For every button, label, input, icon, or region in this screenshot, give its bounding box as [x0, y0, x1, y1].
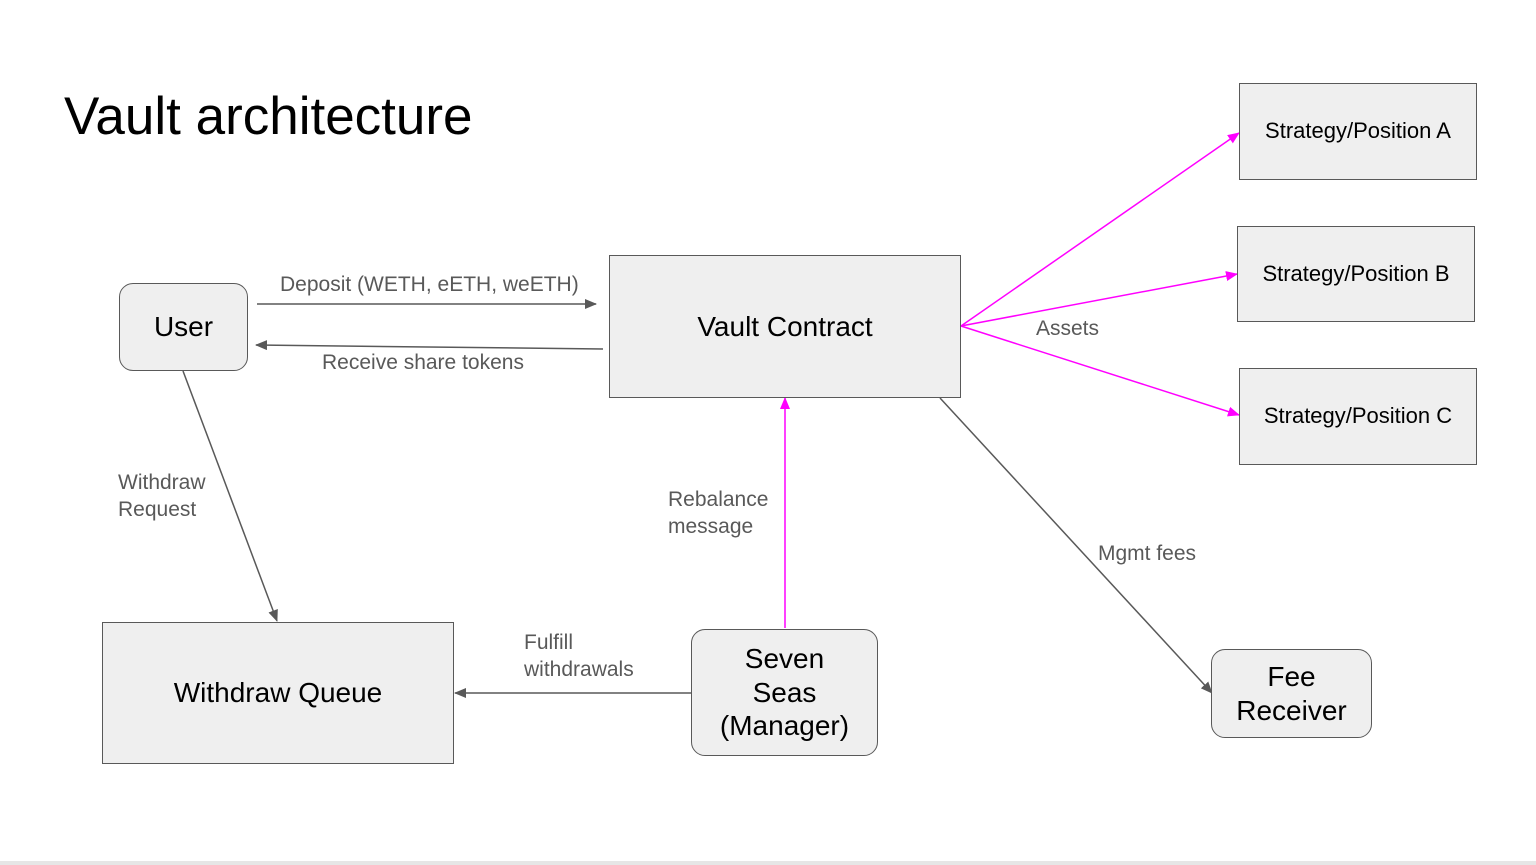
receive-shares-arrow: [255, 340, 604, 351]
bottom-divider: [0, 861, 1536, 865]
strategy-b-node: Strategy/Position B: [1237, 226, 1475, 322]
deposit-label: Deposit (WETH, eETH, weETH): [280, 273, 579, 296]
assets-arrow-a: [960, 132, 1240, 327]
assets-label: Assets: [1036, 317, 1100, 340]
vault-contract-node: Vault Contract: [609, 255, 961, 398]
rebalance-label: Rebalance message: [668, 488, 769, 539]
mgmt-fees-label: Mgmt fees: [1098, 542, 1197, 565]
assets-arrow-b: [960, 271, 1238, 327]
fee-receiver-node: Fee Receiver: [1211, 649, 1372, 738]
assets-arrow-c: [960, 325, 1240, 417]
receive-shares-label: Receive share tokens: [322, 351, 524, 374]
strategy-c-node: Strategy/Position C: [1239, 368, 1477, 465]
fulfill-label: Fulfill withdrawals: [524, 631, 634, 682]
mgmt-fees-arrow: [939, 397, 1213, 694]
page-title: Vault architecture: [64, 87, 473, 146]
withdraw-queue-node: Withdraw Queue: [102, 622, 454, 764]
withdraw-request-label: Withdraw Request: [118, 471, 206, 522]
manager-node: Seven Seas (Manager): [691, 629, 878, 756]
strategy-a-node: Strategy/Position A: [1239, 83, 1477, 180]
user-node: User: [119, 283, 248, 371]
withdraw-request-arrow: [182, 370, 278, 622]
